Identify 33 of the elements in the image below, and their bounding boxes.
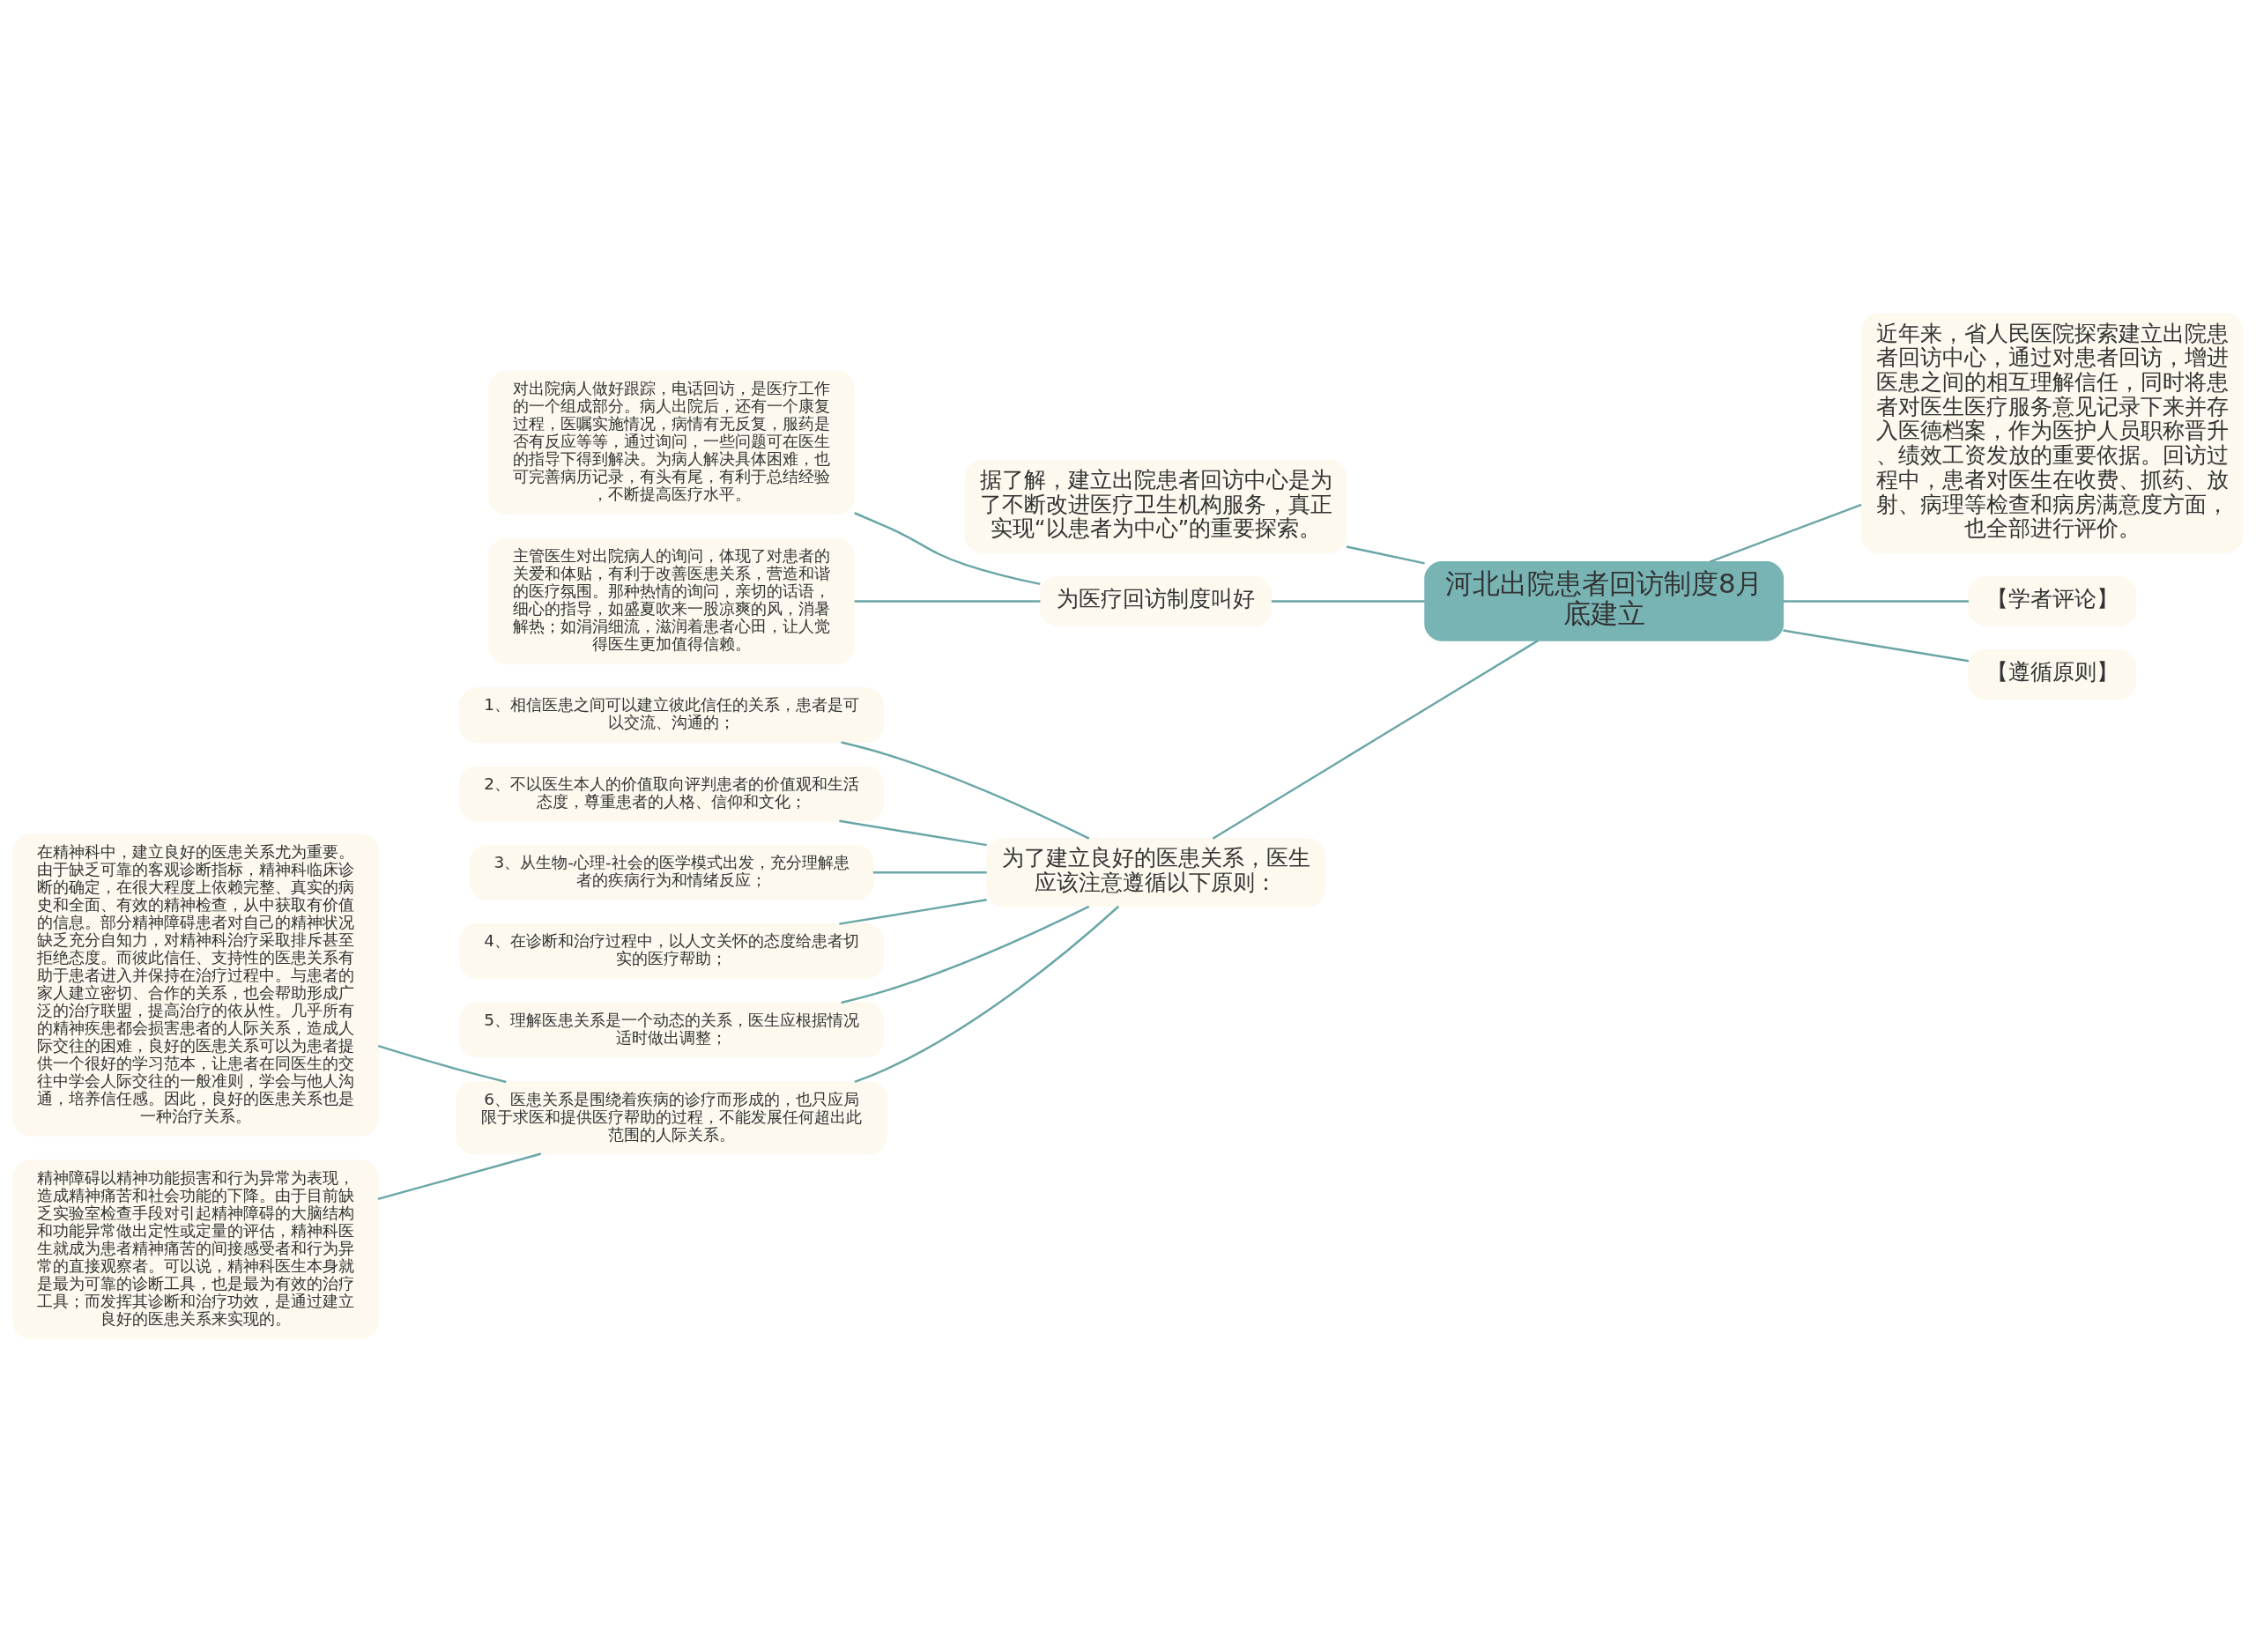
node-box: 精神障碍以精神功能损害和行为异常为表现，造成精神痛苦和社会功能的下降。由于目前缺乏实验室检查手段对引起精神障碍的大脑结构和功能异常做出定性或定量的评估，精神科医生就成为患者精神痛苦的间接感受者和行为异常的直接观察者。可以说，精神科医生本身就是最为可靠的诊断工具，也是最为有效的治疗工具；而发挥其诊断和治疗功效，是通过建立良好的医患关系来实现的。 (12, 1159, 379, 1339)
connector (854, 600, 1041, 603)
node-box: 5、理解医患关系是一个动态的关系，医生应根据情况适时做出调整； (459, 1002, 884, 1058)
connector (841, 905, 1090, 1004)
connector (1783, 629, 1970, 663)
connector (1346, 545, 1425, 565)
connector (377, 1044, 507, 1084)
node-box: 1、相信医患之间可以建立彼此信任的关系，患者是可以交流、沟通的； (459, 687, 884, 744)
node-box: 6、医患关系是围绕着疾病的诊疗而形成的，也只应局限于求医和提供医疗帮助的过程，不能发展任何超出此范围的人际关系。 (456, 1081, 887, 1155)
node-box: 【遵循原则】 (1968, 649, 2137, 700)
node-box: 为了建立良好的医患关系，医生应该注意遵循以下原则： (986, 837, 1325, 907)
connector (839, 899, 987, 925)
node-box: 为医疗回访制度叫好 (1039, 575, 1273, 626)
connector (377, 1152, 542, 1201)
node-box: 据了解，建立出院患者回访中心是为了不断改进医疗卫生机构服务，真正实现“以患者为中心”的重要探索。 (964, 459, 1347, 553)
node-box: 在精神科中，建立良好的医患关系尤为重要。由于缺乏可靠的客观诊断指标，精神科临床诊断的确定，在很大程度上依赖完整、真实的病史和全面、有效的精神检查，从中获取有价值的信息。部分精神障碍患者对自己的精神状况缺乏充分自知力，对精神科治疗采取排斥甚至拒绝态度。而彼此信任、支持性的医患关系有助于患者进入并保持在治疗过程中。与患者的家人建立密切、合作的关系，也会帮助形成广泛的治疗联盟，提高治疗的依从性。几乎所有的精神疾患都会损害患者的人际关系，造成人际交往的困难，良好的医患关系可以为患者提供一个很好的学习范本，让患者在同医生的交往中学会人际交往的一般准则，学会与他人沟通，培养信任感。因此，良好的医患关系也是一种治疗关系。 (12, 833, 379, 1137)
node-box: 近年来，省人民医院探索建立出院患者回访中心，通过对患者回访，增进医患之间的相互理解信任，同时将患者对医生医疗服务意见记录下来并存入医德档案，作为医护人员职称晋升、绩效工资发放的重要依据。回访过程中，患者对医生在收费、抓药、放射、病理等检查和病房满意度方面，也全部进行评价。 (1860, 313, 2244, 553)
connector (854, 905, 1120, 1083)
connector (1212, 640, 1539, 840)
connector (841, 741, 1090, 840)
connector (839, 819, 987, 847)
connector (1271, 600, 1425, 603)
node-box: 3、从生物-心理-社会的医学模式出发，充分理解患者的疾病行为和情绪反应； (469, 844, 874, 900)
node-box: 4、在诊断和治疗过程中，以人文关怀的态度给患者切实的医疗帮助； (459, 922, 884, 979)
connector (872, 871, 987, 874)
connector (1709, 503, 1862, 563)
node-box: 【学者评论】 (1968, 575, 2137, 626)
connector (854, 512, 1041, 586)
node-box: 河北出院患者回访制度8月底建立 (1424, 561, 1785, 641)
connector (1783, 600, 1969, 603)
node-box: 2、不以医生本人的价值取向评判患者的价值观和生活态度，尊重患者的人格、信仰和文化； (459, 766, 884, 822)
node-box: 主管医生对出院病人的询问，体现了对患者的关爱和体贴，有利于改善医患关系，营造和谐的医疗氛围。那种热情的询问，亲切的话语，细心的指导，如盛夏吹来一股凉爽的风，消暑解热；如涓涓细流，滋润着患者心田，让人觉得医生更加值得信赖。 (488, 537, 855, 664)
node-box: 对出院病人做好跟踪，电话回访，是医疗工作的一个组成部分。病人出院后，还有一个康复过程，医嘱实施情况，病情有无反复，服药是否有反应等等，通过询问，一些问题可在医生的指导下得到解决。为病人解决具体困难，也可完善病历记录，有头有尾，有利于总结经验，不断提高医疗水平。 (488, 370, 855, 515)
